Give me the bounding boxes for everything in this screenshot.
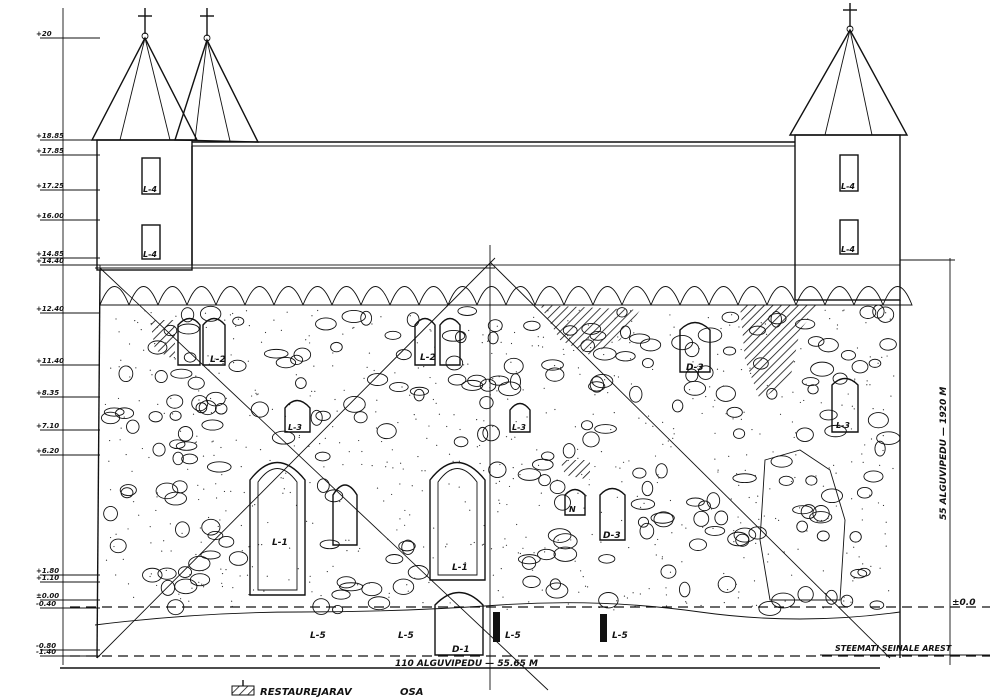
level-axis	[40, 8, 100, 665]
elevation-label: +1.10	[36, 574, 59, 582]
elevation-label: ±0.00	[36, 592, 59, 600]
window-label: D-3	[686, 363, 704, 373]
window-label: L-1	[272, 538, 288, 548]
window-label: L-4	[143, 250, 157, 259]
window-label: D-1	[452, 645, 470, 655]
elevation-label: +17.25	[36, 182, 64, 190]
cross-icon	[200, 8, 214, 42]
elevation-label: -0.80	[36, 642, 56, 650]
legend: RESTAUREJARAV OSA	[231, 680, 423, 698]
elevation-label: -0.40	[36, 600, 56, 608]
elevation-label: +11.40	[36, 357, 64, 365]
window-label: L-3	[288, 423, 302, 432]
right-dimension-label: 55 ALGUVIPEDU — 1920 M	[939, 387, 949, 520]
legend-suffix: OSA	[400, 687, 423, 698]
window-label: L-4	[841, 182, 855, 191]
window-label: N	[569, 505, 576, 514]
arcade-band	[99, 264, 913, 306]
right-level-label: ±0.0	[952, 598, 975, 608]
elevation-label: +17.85	[36, 147, 64, 155]
elevation-label: +14.40	[36, 257, 64, 265]
window-label: L-3	[512, 423, 526, 432]
construction-lines	[60, 245, 990, 691]
elevation-label: -1.40	[36, 648, 56, 656]
elevation-label: +7.10	[36, 422, 59, 430]
legend-label: RESTAUREJARAV	[260, 687, 353, 698]
window-label: L-5	[612, 631, 628, 641]
window-label: L-1	[452, 563, 468, 573]
cross-icon	[138, 8, 152, 40]
elevation-label: +16.00	[36, 212, 64, 220]
window-label: L-4	[841, 245, 855, 254]
ground-note: STEEMATI SEINALE AREST	[835, 644, 952, 653]
window-label: L-5	[310, 631, 326, 641]
elevation-label: +14.85	[36, 250, 64, 258]
elevation-label: +12.40	[36, 305, 64, 313]
window-label: L-2	[420, 353, 436, 363]
left-tower	[90, 8, 260, 271]
elevation-label: +20	[36, 30, 52, 38]
window-label: L-3	[836, 421, 850, 430]
bottom-dimension-label: 110 ALGUVIPEDU — 55.65 M	[395, 659, 538, 669]
window-label: L-2	[210, 355, 226, 365]
cross-icon	[843, 3, 857, 33]
wall-body	[96, 269, 901, 659]
window-label: D-3	[603, 531, 621, 541]
window-label: L-5	[505, 631, 521, 641]
window-label: L-4	[143, 185, 157, 194]
window-label: L-5	[398, 631, 414, 641]
right-tower	[788, 3, 909, 301]
elevation-label: +1.80	[36, 567, 59, 575]
elevation-label: +18.85	[36, 132, 64, 140]
elevation-label: +6.20	[36, 447, 59, 455]
windows	[177, 317, 859, 656]
window-labels: L-1 L-1 D-1 L-2 L-2 D-3 D-3 L-3 L-3 L-3 …	[143, 182, 855, 655]
elevation-label: +8.35	[36, 389, 59, 397]
